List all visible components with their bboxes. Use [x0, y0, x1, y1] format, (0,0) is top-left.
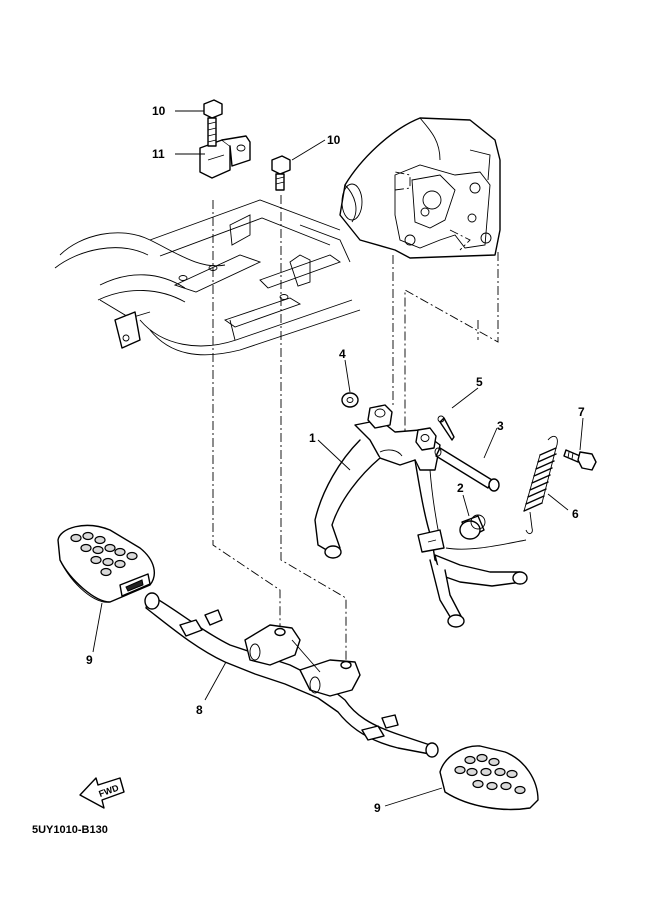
engine-mount-housing [339, 117, 501, 259]
callout-10-lower: 10 [327, 133, 341, 147]
main-stand-1 [314, 404, 528, 628]
leader-lines [92, 110, 584, 807]
bolt-10-lower [271, 155, 291, 191]
callout-9-left: 9 [86, 653, 93, 667]
callout-7: 7 [578, 405, 585, 419]
diagram-code: 5UY1010-B130 [32, 824, 108, 836]
callout-4: 4 [339, 347, 346, 361]
callout-6: 6 [572, 507, 579, 521]
footrest-pad-9-left [57, 524, 156, 603]
shaft-3 [434, 447, 500, 492]
pad-studs-right [454, 753, 526, 795]
callout-5: 5 [476, 375, 483, 389]
callout-10-upper: 10 [152, 104, 166, 118]
pad-studs-left [70, 531, 138, 577]
alignment-lines [212, 195, 499, 660]
callout-11: 11 [152, 147, 165, 161]
callout-1: 1 [309, 431, 316, 445]
cotter-pin-5 [437, 415, 455, 441]
callout-3: 3 [497, 419, 504, 433]
bolt-7 [563, 449, 597, 471]
damper-2 [459, 514, 486, 540]
frame-section [54, 199, 361, 356]
footrest-bar-8 [144, 592, 439, 758]
callout-9-right: 9 [374, 801, 381, 815]
callout-8: 8 [196, 703, 203, 717]
callout-2: 2 [457, 481, 464, 495]
washer-4 [341, 392, 359, 408]
footrest-pad-9-right [439, 745, 539, 811]
bolt-10-upper [203, 99, 223, 147]
bracket-11 [199, 135, 251, 179]
callouts: 10 11 10 1 4 5 3 2 6 7 8 9 9 [86, 104, 585, 815]
spring-6 [445, 435, 558, 550]
fwd-arrow-icon: FWD [79, 777, 125, 809]
